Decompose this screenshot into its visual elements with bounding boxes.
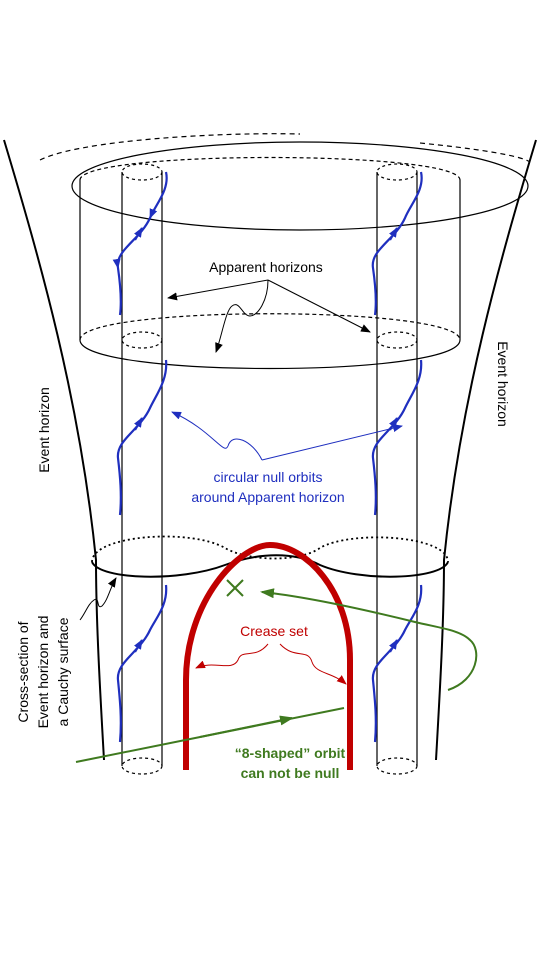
eight-shaped-orbit: [75, 588, 478, 763]
crease-set-label: Crease set: [240, 623, 308, 639]
cauchy-cross-section: [91, 535, 449, 578]
event-horizon-label-right: Event horizon: [495, 341, 511, 427]
apparent-horizons-pointers: [167, 279, 371, 353]
crease-set-pointers: [195, 643, 347, 685]
svg-text:Event horizon and: Event horizon and: [35, 616, 51, 729]
right-null-orbits: [371, 171, 423, 743]
crease-set-arch: [183, 541, 353, 770]
event-horizon-left-wall: [3, 139, 105, 761]
orbit-direction-arrows: [134, 227, 398, 653]
circular-orbits-pointers: [171, 411, 403, 461]
cross-section-label: Cross-section of Event horizon and a Cau…: [15, 616, 71, 729]
circular-orbits-label-line2: around Apparent horizon: [191, 489, 344, 505]
apparent-horizons-label: Apparent horizons: [209, 259, 323, 275]
circular-orbits-label-line1: circular null orbits: [214, 469, 323, 485]
eight-orbit-label-line1: “8-shaped” orbit: [235, 745, 346, 761]
eight-orbit-label-line2: can not be null: [241, 765, 340, 781]
left-null-orbits: [112, 171, 168, 743]
left-apparent-horizon-tube: [121, 163, 163, 775]
event-horizon-surface: [3, 139, 537, 761]
top-event-horizon-slice: [39, 133, 531, 231]
event-horizon-label-left: Event horizon: [36, 387, 52, 473]
svg-text:Cross-section of: Cross-section of: [15, 621, 31, 722]
x-mark-icon: [226, 579, 244, 597]
right-apparent-horizon-tube: [376, 163, 418, 775]
event-horizon-right-wall: [435, 139, 537, 761]
apparent-horizon-cylinder: [79, 156, 461, 370]
cross-section-pointer: [79, 577, 117, 621]
svg-text:a Cauchy surface: a Cauchy surface: [55, 617, 71, 726]
